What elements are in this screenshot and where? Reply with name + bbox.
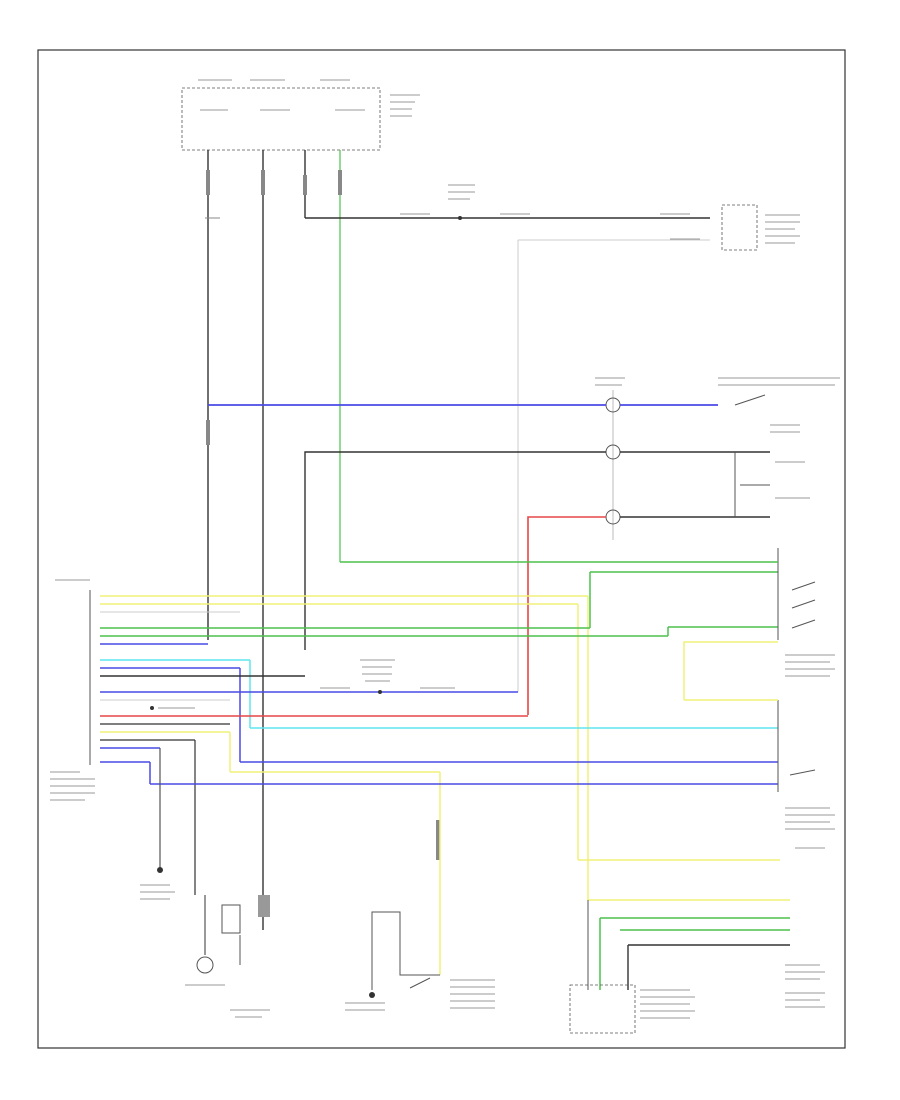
fuse-feed-wires — [207, 150, 710, 930]
harness-wires — [100, 217, 780, 975]
module-top-right — [517, 204, 800, 692]
left-connector — [50, 579, 95, 801]
splice-top — [400, 184, 530, 220]
wire-labels-vertical — [206, 170, 440, 860]
bottom-center-component — [345, 911, 495, 1011]
splice-center — [150, 659, 455, 710]
fuse-box — [181, 79, 420, 151]
switch-assembly — [208, 377, 840, 715]
module-right-middle — [340, 548, 835, 830]
module-bottom-right — [569, 847, 825, 1034]
diagram-frame — [37, 49, 846, 1049]
bottom-left-components — [140, 884, 270, 1018]
